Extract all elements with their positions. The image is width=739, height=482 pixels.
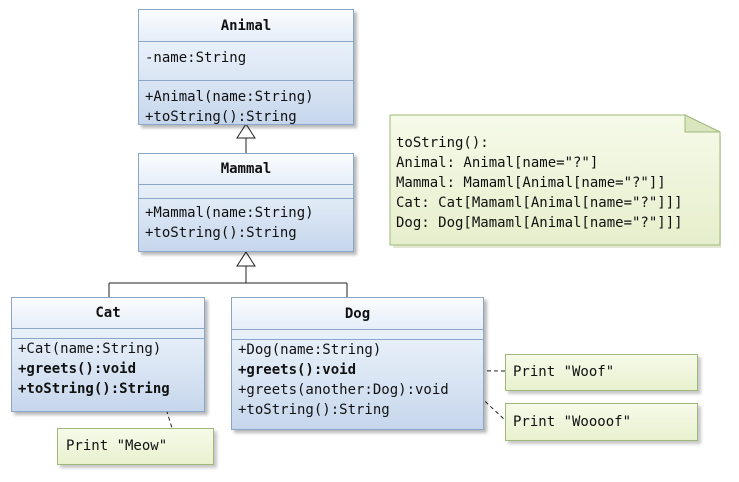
note-woof[interactable]: Print "Woof": [505, 354, 698, 391]
note-line: toString():: [396, 135, 489, 151]
class-animal[interactable]: Animal -name:String +Animal(name:String)…: [138, 9, 354, 125]
operation: +Dog(name:String): [238, 342, 382, 358]
class-operations: +Mammal(name:String) +toString():String: [139, 199, 353, 243]
class-dog[interactable]: Dog +Dog(name:String) +greets():void +gr…: [231, 297, 484, 430]
class-attributes: [12, 329, 204, 339]
generalization-arrowhead-mammal: [236, 251, 256, 267]
operation: +Cat(name:String): [18, 341, 162, 357]
operation: +Mammal(name:String): [145, 205, 314, 221]
operation: +toString():String: [238, 402, 390, 418]
class-operations: +Animal(name:String) +toString():String: [139, 81, 353, 127]
class-name: Cat: [12, 298, 204, 329]
operation: +toString():String: [145, 109, 297, 125]
operation: +greets():void: [18, 361, 137, 377]
class-mammal[interactable]: Mammal +Mammal(name:String) +toString():…: [138, 153, 354, 252]
class-attributes: -name:String: [139, 42, 353, 81]
operation: +greets(another:Dog):void: [238, 382, 449, 398]
class-attributes: [232, 330, 483, 340]
class-attributes: [139, 185, 353, 199]
note-line: Cat: Cat[Mamaml[Animal[name="?"]]]: [396, 195, 683, 211]
note-line: Animal: Animal[name="?"]: [396, 155, 599, 171]
note-tostring[interactable]: toString(): Animal: Animal[name="?"] Mam…: [389, 114, 723, 248]
class-name: Dog: [232, 298, 483, 330]
operation: +greets():void: [238, 362, 357, 378]
operation: +Animal(name:String): [145, 89, 314, 105]
note-shape: [389, 114, 721, 248]
class-operations: +Cat(name:String) +greets():void +toStri…: [12, 339, 204, 399]
class-operations: +Dog(name:String) +greets():void +greets…: [232, 340, 483, 420]
note-woooof[interactable]: Print "Woooof": [505, 403, 698, 441]
note-text: Print "Woof": [513, 364, 615, 380]
class-name: Animal: [139, 10, 353, 42]
operation: +toString():String: [145, 225, 297, 241]
note-meow[interactable]: Print "Meow": [57, 428, 214, 465]
note-text: Print "Meow": [66, 438, 168, 454]
note-line: Dog: Dog[Mamaml[Animal[name="?"]]]: [396, 215, 683, 231]
operation: +toString():String: [18, 381, 170, 397]
attribute: -name:String: [145, 50, 247, 66]
note-line: Mammal: Mamaml[Animal[name="?"]]: [396, 175, 666, 191]
note-text: Print "Woooof": [513, 414, 632, 430]
class-name: Mammal: [139, 154, 353, 185]
generalization-arrowhead-animal: [236, 123, 256, 139]
class-cat[interactable]: Cat +Cat(name:String) +greets():void +to…: [11, 297, 205, 412]
